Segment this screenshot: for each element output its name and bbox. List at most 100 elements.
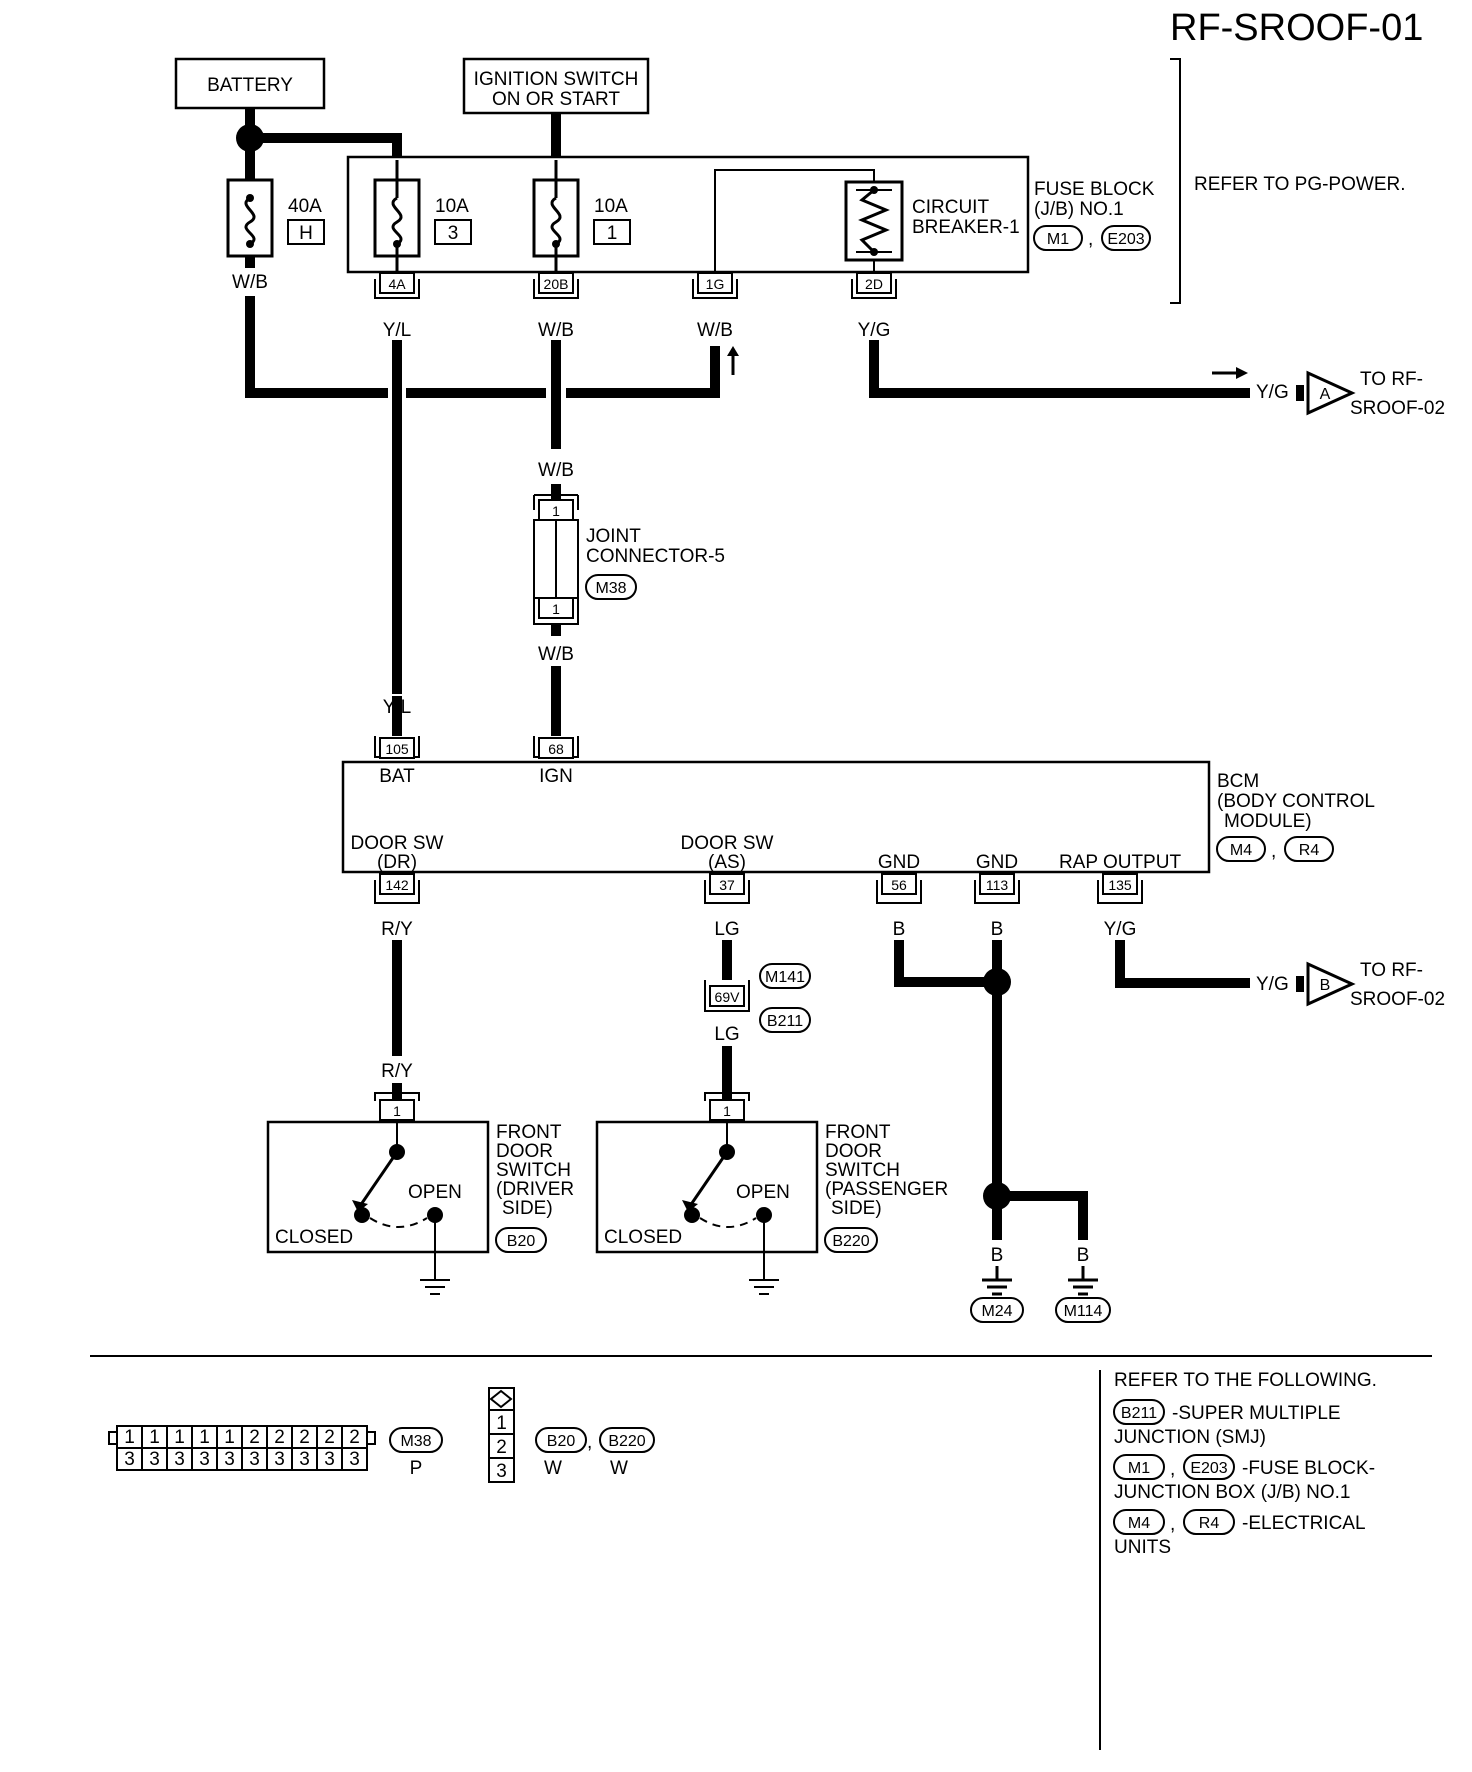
m38-bottom-pin-label: 3 bbox=[224, 1449, 235, 1470]
legend-ref2-conn-1: M1 bbox=[1128, 1460, 1150, 1477]
m38-bottom-pin-label: 3 bbox=[124, 1449, 135, 1470]
refer-pg-power: REFER TO PG-POWER. bbox=[1194, 174, 1406, 195]
bcm-bat-label: BAT bbox=[379, 766, 415, 787]
switch-as-label-2: DOOR bbox=[825, 1141, 882, 1162]
m38-top-pin-label: 2 bbox=[299, 1427, 310, 1448]
offpage-a-label-2: SROOF-02 bbox=[1350, 398, 1445, 419]
b220-color: W bbox=[610, 1458, 628, 1479]
svg-text:2D: 2D bbox=[865, 276, 883, 292]
svg-text:135: 135 bbox=[1108, 877, 1132, 893]
m38-top-pin-label: 2 bbox=[324, 1427, 335, 1448]
legend-ref3-text-2: UNITS bbox=[1114, 1537, 1171, 1558]
bcm-pin-68: 68 bbox=[533, 736, 579, 759]
joint-connector-5: 1 1 bbox=[533, 494, 579, 625]
joint-conn: M38 bbox=[595, 580, 626, 597]
terminal-20b: 20B bbox=[533, 272, 579, 299]
svg-text:1: 1 bbox=[552, 601, 560, 617]
m38-bottom-pin-label: 3 bbox=[149, 1449, 160, 1470]
m38-conn: M38 bbox=[400, 1433, 431, 1450]
bcm-pin-135: 135 bbox=[1097, 873, 1143, 904]
offpage-a-wire: Y/G bbox=[1256, 382, 1289, 403]
svg-text:,: , bbox=[1271, 841, 1276, 862]
offpage-b-label-1: TO RF- bbox=[1360, 960, 1423, 981]
fuse-block-conn-2: E203 bbox=[1107, 231, 1144, 248]
m38-color: P bbox=[410, 1458, 423, 1479]
bcm-pin-37: 37 bbox=[704, 873, 750, 904]
fuse-10a-3-rating: 10A bbox=[435, 196, 469, 217]
wire-56: B bbox=[893, 919, 906, 940]
m38-top-pin-label: 1 bbox=[124, 1427, 135, 1448]
m38-bottom-pin-label: 3 bbox=[249, 1449, 260, 1470]
ignition-label-1: IGNITION SWITCH bbox=[474, 69, 639, 90]
fuse-40a: 40A H bbox=[226, 178, 325, 258]
legend-refer-title: REFER TO THE FOLLOWING. bbox=[1114, 1370, 1377, 1391]
svg-text:,: , bbox=[1088, 229, 1093, 250]
fuse-40a-wire: W/B bbox=[232, 272, 268, 293]
bcm-conn-1: M4 bbox=[1230, 842, 1252, 859]
m38-bottom-pin-label: 3 bbox=[324, 1449, 335, 1470]
bcm-rap-label: RAP OUTPUT bbox=[1059, 852, 1182, 873]
offpage-a-label-1: TO RF- bbox=[1360, 369, 1423, 390]
svg-text:1: 1 bbox=[723, 1103, 731, 1119]
offpage-b-wire: Y/G bbox=[1256, 974, 1289, 995]
legend-ref1-text-1: -SUPER MULTIPLE bbox=[1172, 1403, 1341, 1424]
switch-as-label-1: FRONT bbox=[825, 1122, 891, 1143]
svg-text:37: 37 bbox=[719, 877, 735, 893]
svg-text:,: , bbox=[1170, 1514, 1175, 1535]
smj-conn-bottom: B211 bbox=[767, 1013, 803, 1030]
svg-text:4A: 4A bbox=[388, 276, 406, 292]
svg-text:1G: 1G bbox=[706, 276, 725, 292]
refer-bracket bbox=[1170, 58, 1181, 304]
m38-top-pin-label: 1 bbox=[199, 1427, 210, 1448]
ground-2-wire: B bbox=[1077, 1245, 1090, 1266]
b220-conn: B220 bbox=[608, 1433, 645, 1450]
offpage-b-label-2: SROOF-02 bbox=[1350, 989, 1445, 1010]
fuse-10a-1-id: 1 bbox=[607, 223, 618, 244]
b20-color: W bbox=[544, 1458, 562, 1479]
bcm-label-3: MODULE) bbox=[1224, 811, 1312, 832]
smj-connector: 69V bbox=[704, 980, 750, 1012]
svg-text:,: , bbox=[1170, 1459, 1175, 1480]
bcm-label-1: BCM bbox=[1217, 771, 1259, 792]
front-door-switch-passenger: OPEN CLOSED bbox=[595, 1120, 819, 1295]
bcm-pin-142: 142 bbox=[374, 873, 420, 904]
bcm-gnd113-label: GND bbox=[976, 852, 1018, 873]
breaker-label-1: CIRCUIT bbox=[912, 197, 989, 218]
ground-1-conn: M24 bbox=[981, 1303, 1012, 1320]
wire-2d: Y/G bbox=[858, 320, 891, 341]
svg-text:1: 1 bbox=[552, 503, 560, 519]
wire-20b: W/B bbox=[538, 320, 574, 341]
bcm-pin-113: 113 bbox=[974, 873, 1020, 904]
switch-dr-label-4: (DRIVER bbox=[496, 1179, 574, 1200]
legend-ref3-text-1: -ELECTRICAL bbox=[1242, 1513, 1366, 1534]
ground-2-symbol bbox=[1068, 1266, 1098, 1296]
legend-ref1-conn: B211 bbox=[1121, 1405, 1157, 1422]
switch-as-label-5: SIDE) bbox=[831, 1198, 882, 1219]
legend-ref3-conn-2: R4 bbox=[1199, 1515, 1220, 1532]
fuse-block: 10A 3 10A 1 CIRCUIT BREAKER-1 bbox=[346, 155, 1030, 274]
switch-as-open: OPEN bbox=[736, 1182, 790, 1203]
svg-text:68: 68 bbox=[548, 741, 564, 757]
svg-text:1: 1 bbox=[393, 1103, 401, 1119]
ignition-label-2: ON OR START bbox=[492, 89, 620, 110]
ground-1-wire: B bbox=[991, 1245, 1004, 1266]
m38-bottom-pin-cell bbox=[341, 1447, 368, 1471]
m38-bottom-pin-label: 3 bbox=[174, 1449, 185, 1470]
svg-text:20B: 20B bbox=[544, 276, 569, 292]
bcm-box: BAT IGN DOOR SW (DR) DOOR SW (AS) GND GN… bbox=[341, 760, 1211, 874]
switch-as-pin: 1 bbox=[704, 1092, 750, 1121]
gnd-splice-top bbox=[983, 968, 1011, 996]
b20-conn: B20 bbox=[547, 1433, 576, 1450]
svg-text:B: B bbox=[1320, 977, 1331, 994]
joint-label-1: JOINT bbox=[586, 526, 641, 547]
bcm-ign-label: IGN bbox=[539, 766, 573, 787]
b20-connector-face: 123 bbox=[488, 1387, 515, 1483]
switch-as-closed: CLOSED bbox=[604, 1227, 682, 1248]
m38-bottom-pin-label: 3 bbox=[199, 1449, 210, 1470]
fuse-40a-id: H bbox=[299, 223, 313, 244]
switch-as-label-3: SWITCH bbox=[825, 1160, 900, 1181]
svg-text:142: 142 bbox=[385, 877, 409, 893]
svg-text:,: , bbox=[587, 1432, 592, 1453]
breaker-label-2: BREAKER-1 bbox=[912, 217, 1020, 238]
